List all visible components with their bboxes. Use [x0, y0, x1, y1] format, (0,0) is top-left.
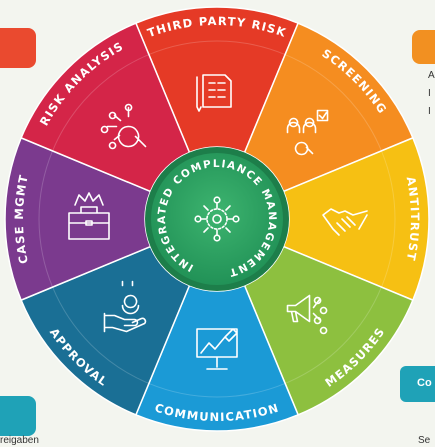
bottom-left-text: reigaben: [0, 435, 39, 446]
left-top-accent: [0, 28, 36, 68]
segment-band-risk-analysis: [52, 54, 150, 152]
handshake-icon: [322, 208, 368, 236]
briefcase-icon: [68, 192, 110, 240]
center-gear-icon: [194, 196, 240, 242]
segment-band-communication: [148, 382, 286, 398]
right-line-2: I: [428, 88, 431, 99]
right-line-3: I: [428, 106, 431, 117]
segment-band-antitrust: [380, 150, 396, 288]
magnifier-network-icon: [100, 103, 147, 150]
right-tab-accent: [400, 366, 435, 402]
hand-person-icon: [103, 280, 147, 333]
right-top-accent: [412, 30, 435, 64]
checklist-icon: [196, 74, 232, 112]
segment-label-case-mgmt: CASE MGMT: [12, 173, 31, 265]
segment-band-approval: [52, 286, 150, 384]
megaphone-icon: [286, 294, 328, 335]
presentation-icon: [196, 328, 238, 370]
right-line-1: A: [428, 70, 435, 81]
segment-band-measures: [284, 286, 382, 384]
segment-band-third-party-risk: [148, 40, 286, 56]
segment-band-screening: [284, 54, 382, 152]
center-disc: [151, 153, 283, 285]
bottom-left-accent: [0, 396, 36, 436]
bottom-right-text: Se: [418, 435, 431, 446]
right-tab-text: Co: [417, 377, 432, 389]
screening-people-icon: [286, 109, 329, 156]
segment-band-case-mgmt: [38, 150, 54, 288]
segment-label-antitrust: ANTITRUST: [404, 175, 422, 262]
